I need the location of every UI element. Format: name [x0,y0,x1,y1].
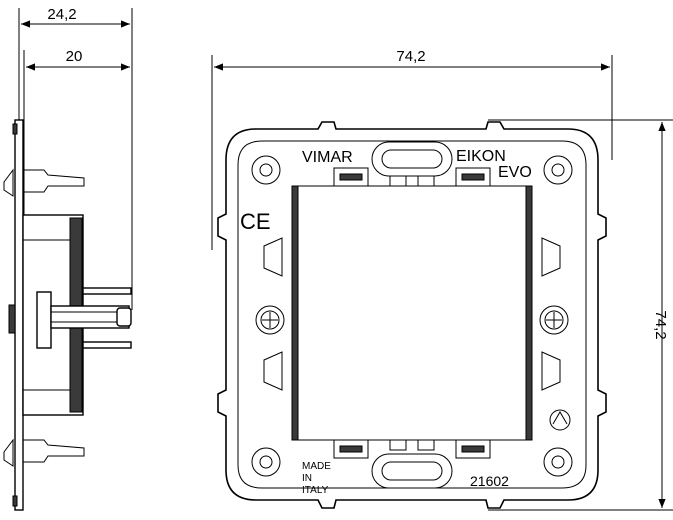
slot-top [371,141,453,177]
origin-label-line1: MADE [302,461,331,472]
dimension-label-74-2-height: 74,2 [652,310,669,339]
series-label-line2: EVO [498,164,532,181]
corner-hole-bottom-right [543,447,573,477]
side-guides-right [541,237,561,391]
recycle-mark-icon [549,409,571,431]
dimension-label-24-2: 24,2 [47,6,76,23]
corner-hole-bottom-left [251,447,281,477]
brand-label: VIMAR [302,149,353,166]
origin-label-line3: ITALY [302,485,329,496]
origin-label-line2: IN [302,473,312,484]
screw-right [539,305,569,335]
series-label-line1: EIKON [456,148,506,165]
screw-left [255,305,285,335]
clip-teeth-bottom [333,439,491,459]
ce-mark: CE [240,209,271,234]
side-guides-left [263,237,283,391]
corner-hole-top-left [251,155,281,185]
part-number-label: 21602 [470,473,509,489]
dimension-frame-height: 74,2 [488,119,673,511]
side-view [3,119,132,511]
dimension-frame-width: 74,2 [211,48,613,250]
front-view-frame: VIMAR EIKON EVO CE MADE IN ITALY 21602 [217,121,607,509]
dimension-label-20: 20 [66,48,83,65]
dimension-label-74-2-width: 74,2 [396,48,425,65]
corner-hole-top-right [543,155,573,185]
clip-teeth-top [333,167,491,187]
slot-bottom [371,453,453,489]
dimension-side-total-depth: 24,2 [18,6,133,310]
